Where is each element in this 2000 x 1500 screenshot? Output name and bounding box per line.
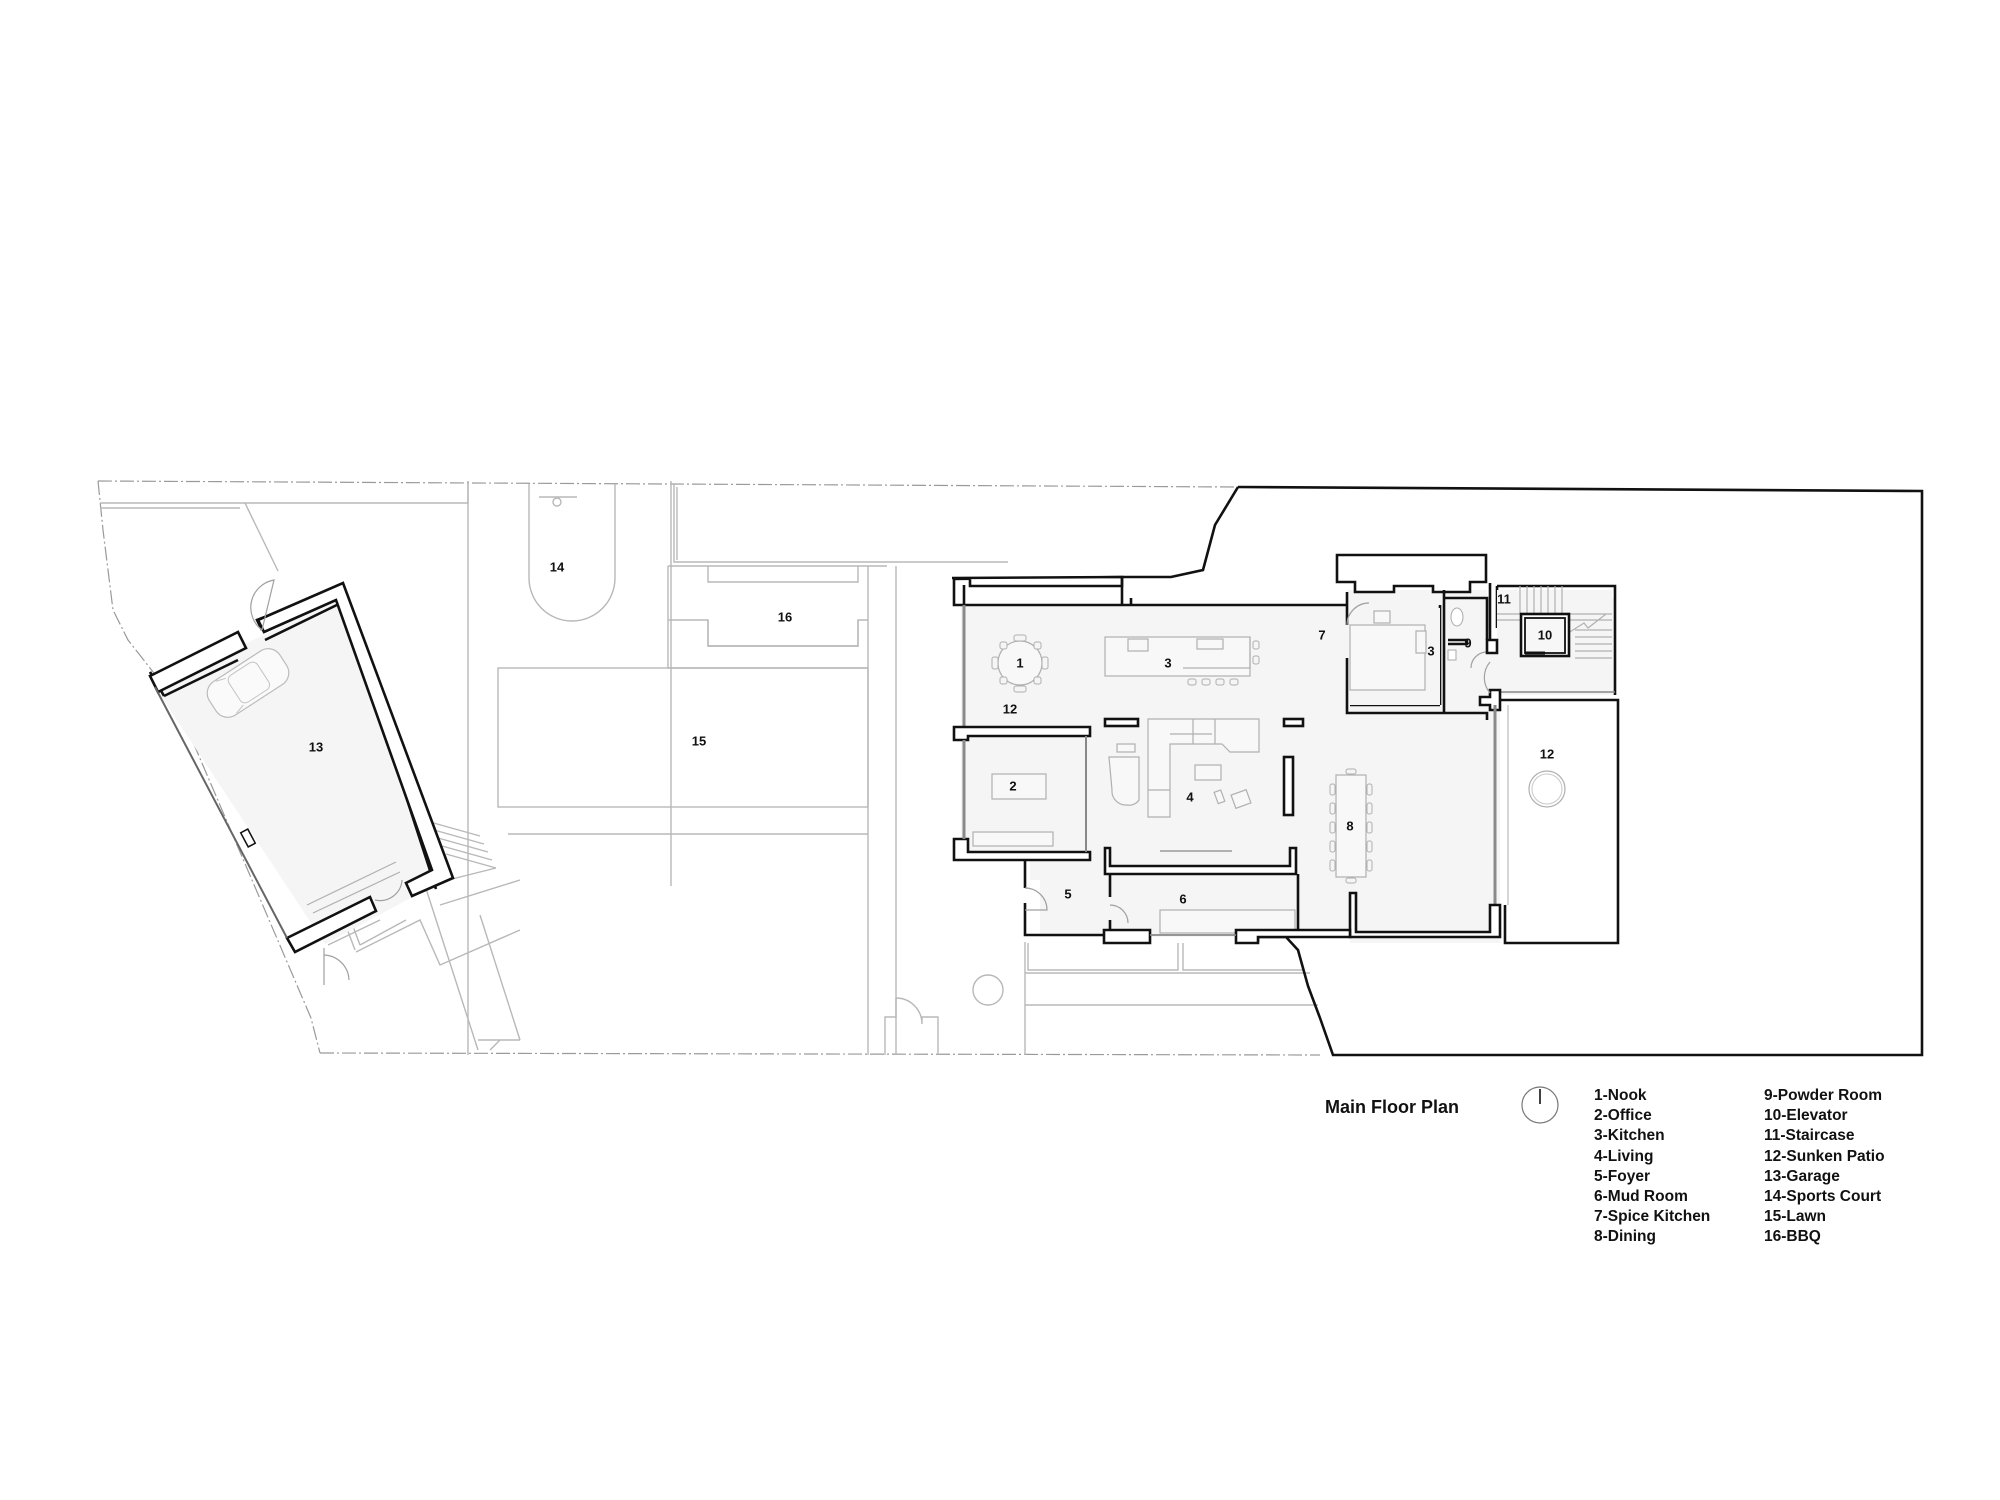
room-label-spice-kitchen: 7: [1318, 627, 1325, 642]
legend-item: 4-Living: [1594, 1147, 1654, 1165]
nook-chairs: [991, 634, 1049, 693]
legend-item: 8-Dining: [1594, 1228, 1656, 1246]
legend-item: 3-Kitchen: [1594, 1127, 1665, 1145]
sectional-sofa: [1147, 718, 1260, 818]
legend-item: 6-Mud Room: [1594, 1188, 1688, 1206]
armchair: [1230, 788, 1252, 810]
legend-item: 9-Powder Room: [1764, 1087, 1882, 1104]
piano: [1108, 756, 1140, 806]
legend-item: 13-Garage: [1764, 1167, 1840, 1185]
room-label-garage: 13: [309, 739, 323, 754]
garage-pedestrian-door: [323, 948, 350, 985]
legend-item: 12-Sunken Patio: [1764, 1147, 1885, 1165]
spice-kitchen-counter: [1349, 624, 1426, 691]
toilet-icon: [1450, 607, 1464, 627]
room-label-powder-room: 9: [1464, 635, 1471, 650]
room-label-office: 2: [1009, 778, 1016, 793]
legend-item: 10-Elevator: [1764, 1107, 1848, 1125]
lawn: [497, 667, 869, 808]
piano-bench: [1116, 743, 1136, 753]
garage-side-door-frame: [239, 828, 257, 848]
partition: [1282, 717, 1305, 728]
room-label-lawn: 15: [692, 733, 706, 748]
planter-circle: [972, 974, 1004, 1006]
landscape-wall-lines: [100, 481, 469, 572]
garage-door-swing: [250, 579, 275, 631]
side-table: [1213, 789, 1226, 805]
legend-item: 2-Office: [1594, 1107, 1652, 1125]
main-house: [951, 553, 1617, 945]
legend-column-1: 1-Nook 2-Office 3-Kitchen 4-Living 5-Foy…: [1594, 1086, 1710, 1248]
bbq-upper-bed: [673, 484, 1008, 563]
room-label-dining: 8: [1346, 818, 1353, 833]
basketball-hoop: [552, 497, 562, 507]
garage-exterior-stairs: [355, 821, 521, 1051]
garage-rear-door-swing: [374, 879, 403, 902]
room-label-nook-patio: 12: [1003, 701, 1017, 716]
partition: [1103, 717, 1140, 728]
bbq-counter: [707, 566, 859, 647]
room-label-sunken-patio: 12: [1540, 746, 1554, 761]
room-label-sports-court: 14: [550, 559, 565, 574]
dining-chairs: [1329, 768, 1373, 884]
front-planters: [1024, 942, 1318, 1055]
sports-court: [528, 484, 616, 622]
room-label-mud-room: 6: [1179, 891, 1186, 906]
legend-item: 15-Lawn: [1764, 1208, 1827, 1226]
legend-column-2: 9-Powder Room 10-Elevator 11-Staircase 1…: [1764, 1086, 1885, 1248]
kitchen-stools: [1187, 640, 1260, 686]
legend-item: 1-Nook: [1594, 1087, 1647, 1104]
property-line: [97, 480, 1321, 1056]
room-label-living: 4: [1186, 789, 1194, 804]
room-label-staircase: 11: [1497, 591, 1511, 606]
sunken-patio-outline: [1500, 698, 1620, 945]
legend-item: 16-BBQ: [1764, 1228, 1821, 1246]
office-credenza: [972, 831, 1054, 847]
sink-icon: [1447, 649, 1457, 661]
entry-gate: [884, 997, 939, 1055]
coffee-table: [1194, 764, 1222, 781]
room-label-kitchen: 3: [1164, 655, 1171, 670]
sports-court-zone: [467, 481, 672, 1055]
fireplace-wall: [1282, 755, 1295, 817]
car-icon: [206, 648, 290, 718]
dining-table: [1335, 774, 1367, 878]
mud-room-bench: [1159, 909, 1296, 934]
garage: [148, 579, 455, 954]
north-arrow-icon: [1521, 1086, 1559, 1124]
kitchen-island: [1104, 636, 1251, 677]
room-label-nook: 1: [1016, 655, 1023, 670]
office-desk: [991, 773, 1047, 800]
sink-icon: [1196, 638, 1224, 650]
legend-item: 5-Foyer: [1594, 1167, 1650, 1185]
spice-kitchen-cooktop: [1415, 630, 1427, 654]
room-label-elevator: 10: [1538, 627, 1552, 642]
room-label-kitchen-secondary: 3: [1427, 643, 1434, 658]
spice-kitchen-sink: [1373, 610, 1391, 624]
legend-item: 14-Sports Court: [1764, 1188, 1882, 1206]
legend-item: 11-Staircase: [1764, 1127, 1855, 1145]
plan-title: Main Floor Plan: [1325, 1097, 1460, 1117]
cooktop-icon: [1127, 638, 1149, 652]
room-label-bbq: 16: [778, 609, 792, 624]
legend-item: 7-Spice Kitchen: [1594, 1208, 1711, 1226]
fire-pit-icon: [1528, 770, 1566, 808]
site-outline-north-jog: [1122, 486, 1240, 579]
room-label-foyer: 5: [1064, 886, 1071, 901]
